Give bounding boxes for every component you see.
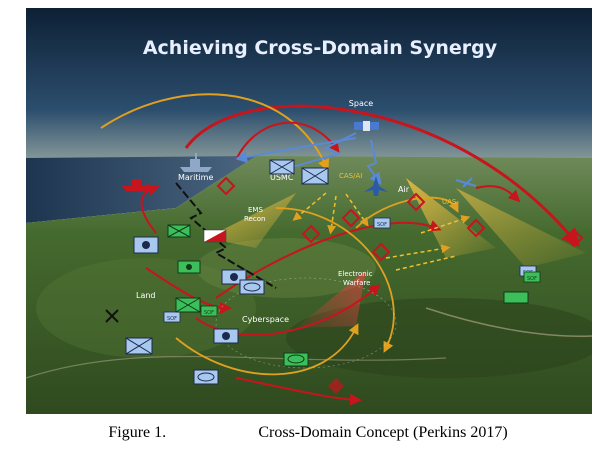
sof-unit-symbol: SOF: [373, 217, 391, 229]
allied-unit-symbol: [503, 291, 529, 304]
usmc-unit-symbol: [269, 159, 295, 175]
infantry-unit-symbol: [125, 337, 153, 355]
uas-label: UAS: [442, 198, 457, 206]
enemy-unit-symbol: [341, 208, 361, 228]
enemy-unit-symbol: [371, 242, 391, 262]
ems-recon-label: EMS: [248, 206, 263, 214]
crossed-weapons-icon: [105, 309, 119, 323]
jammer-flag-icon: [203, 229, 227, 243]
dashed-fires-line: [420, 215, 471, 234]
cross-domain-illustration: Achieving Cross-Domain Synergy: [26, 8, 592, 414]
cyberspace-zone: [215, 277, 397, 369]
diagram-title: Achieving Cross-Domain Synergy: [143, 37, 498, 59]
enemy-unit-symbol: [328, 378, 344, 394]
cas-ai-label: CAS/AI: [339, 172, 362, 180]
sof-unit-symbol: SOF: [163, 311, 181, 323]
cyberspace-label: Cyberspace: [242, 315, 289, 324]
sof-label: SOF: [527, 276, 537, 282]
uas-icon: [455, 177, 477, 188]
allied-unit-symbol: [283, 352, 309, 367]
dashed-fires-line: [327, 195, 337, 235]
armor-unit-symbol: [239, 279, 265, 295]
ems-recon-label: Recon: [244, 215, 265, 223]
dashed-fires-line: [395, 255, 457, 271]
arc-arrow: [235, 377, 362, 406]
sof-unit-symbol: SOF: [200, 305, 218, 317]
armor-unit-symbol: [193, 369, 219, 385]
dashed-fires-line: [385, 244, 451, 259]
maritime-label: Maritime: [178, 173, 213, 182]
arc-arrow: [195, 284, 381, 336]
satellite-icon: [354, 121, 379, 131]
land-label: Land: [136, 291, 156, 300]
figure-caption-text: Cross-Domain Concept (Perkins 2017): [258, 424, 508, 441]
figure-number: Figure 1.: [108, 424, 167, 441]
space-arc-arrow: [184, 104, 580, 247]
space-arc-arrow: [100, 93, 329, 172]
enemy-unit-symbol: [466, 218, 486, 238]
dashed-fires-line: [345, 193, 369, 227]
arc-arrow: [275, 207, 395, 353]
air-label: Air: [398, 185, 410, 194]
comms-link: [235, 137, 357, 163]
enemy-unit-symbol: [406, 192, 426, 212]
usmc-label: USMC: [270, 173, 294, 182]
artillery-unit-symbol: [133, 236, 159, 254]
arc-arrow: [175, 323, 359, 376]
infantry-unit-symbol: [301, 167, 329, 185]
arc-arrow: [145, 267, 232, 314]
allied-unit-symbol: [175, 297, 201, 313]
electronic-warfare-cone: [296, 270, 366, 328]
electronic-warfare-label: Electronic: [338, 270, 373, 278]
road: [26, 355, 447, 379]
allied-unit-symbol: [167, 224, 191, 238]
artillery-unit-symbol: [213, 328, 239, 344]
ems-recon-cone: [206, 193, 296, 248]
sky-area: [26, 8, 592, 178]
electronic-warfare-label: Warfare: [343, 279, 370, 287]
enemy-unit-symbol: [216, 176, 236, 196]
sof-unit-symbol: SOF: [523, 271, 541, 283]
enemy-ship-icon: [122, 179, 154, 191]
arc-arrow: [475, 185, 521, 203]
arc-arrow: [235, 121, 340, 161]
road: [425, 307, 592, 337]
terrain-patch: [36, 258, 256, 358]
air-cone: [456, 188, 586, 268]
enemy-unit-symbol: [564, 228, 584, 248]
comms-link: [366, 139, 382, 185]
sof-label: SOF: [377, 222, 387, 228]
friendly-ship-icon: [180, 153, 212, 172]
allied-unit-symbol: [177, 260, 201, 274]
figure-caption: Figure 1. Cross-Domain Concept (Perkins 2…: [0, 424, 616, 442]
enemy-unit-symbol: [301, 224, 321, 244]
space-label: Space: [349, 99, 373, 108]
sof-label: SOF: [167, 316, 177, 322]
aircraft-icon: [364, 176, 388, 196]
sof-label: SOF: [204, 310, 214, 316]
